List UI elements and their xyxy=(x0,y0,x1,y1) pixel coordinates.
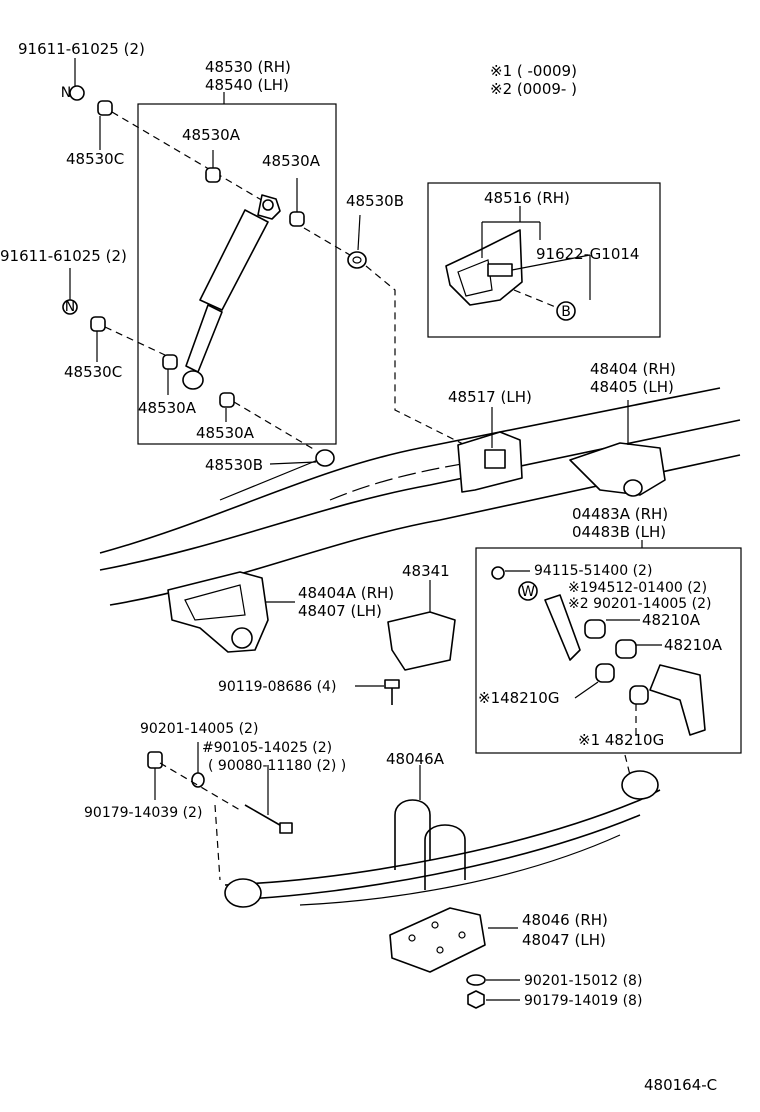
hanger-48404 xyxy=(569,400,666,497)
frame-rail xyxy=(99,387,741,606)
bracket-48516 xyxy=(445,221,591,321)
w-marker: W xyxy=(521,584,535,600)
bushing-48530b-top xyxy=(347,214,367,269)
label-48516: 48516 (RH) xyxy=(484,189,570,207)
spring-seat-48046 xyxy=(389,907,518,973)
label-04483b: 04483B (LH) xyxy=(572,523,666,541)
label-194512: ※194512-01400 (2) xyxy=(568,580,707,596)
label-90179-14019: 90179-14019 (8) xyxy=(524,993,642,1009)
label-48046a: 48046A xyxy=(386,750,445,768)
shock-absorber xyxy=(182,194,281,390)
label-48407-lh: 48407 (LH) xyxy=(298,602,382,620)
label-48341: 48341 xyxy=(402,562,450,580)
u-bolt-48046a xyxy=(394,765,466,890)
label-48530c-top: 48530C xyxy=(66,150,124,168)
hanger-48404a xyxy=(167,571,295,653)
dash-48530b xyxy=(365,265,466,446)
note-2: ※2 (0009- ) xyxy=(490,80,577,98)
dash-top xyxy=(111,111,271,206)
label-90201-14005: 90201-14005 (2) xyxy=(140,721,258,737)
label-04483a: 04483A (RH) xyxy=(572,505,668,523)
bolt-90119 xyxy=(355,679,400,705)
label-90119: 90119-08686 (4) xyxy=(218,679,336,695)
label-48404a-rh: 48404A (RH) xyxy=(298,584,394,602)
bushing-48530a-1 xyxy=(205,167,221,183)
label-48530b-2: 48530B xyxy=(205,456,263,474)
label-48530a-1: 48530A xyxy=(182,126,241,144)
n-marker-2: N xyxy=(65,299,75,315)
bushing-48530c-mid xyxy=(90,316,106,362)
n-marker-1: N xyxy=(61,85,71,101)
label-91622: 91622-G1014 xyxy=(536,245,639,263)
label-148210g-2: ※1 48210G xyxy=(578,731,664,749)
b-marker-circle xyxy=(556,301,576,321)
label-48530a-2: 48530A xyxy=(262,152,321,170)
shackle-detail-box xyxy=(475,547,742,754)
label-148210g: ※148210G xyxy=(478,689,559,707)
w-marker-circle xyxy=(518,581,538,601)
label-91611-mid: 91611-61025 (2) xyxy=(0,247,127,265)
label-48517: 48517 (LH) xyxy=(448,388,532,406)
label-48530a-3: 48530A xyxy=(138,399,197,417)
label-48046-rh: 48046 (RH) xyxy=(522,911,608,929)
label-48540-lh: 48540 (LH) xyxy=(205,76,289,94)
label-48530b-1: 48530B xyxy=(346,192,404,210)
label-90105: #90105-14025 (2) xyxy=(202,740,332,756)
nut-90179-14019 xyxy=(467,990,520,1009)
label-90179-14039: 90179-14039 (2) xyxy=(84,805,202,821)
bushing-48530a-2 xyxy=(289,211,305,227)
label-48210a-2: 48210A xyxy=(664,636,723,654)
bumper-48341 xyxy=(387,580,456,671)
label-94115: 94115-51400 (2) xyxy=(534,563,652,579)
nut-top xyxy=(69,58,85,101)
label-48404-rh: 48404 (RH) xyxy=(590,360,676,378)
shackle-detail xyxy=(491,566,706,736)
note-1: ※1 ( -0009) xyxy=(490,62,577,80)
label-48405-lh: 48405 (LH) xyxy=(590,378,674,396)
nut-90179-14039 xyxy=(147,751,163,800)
bolt-90105 xyxy=(244,765,293,834)
label-48530c-mid: 48530C xyxy=(64,363,122,381)
leaf-spring xyxy=(224,754,661,908)
label-48530a-4: 48530A xyxy=(196,424,255,442)
label-90201-15012: 90201-15012 (8) xyxy=(524,973,642,989)
bushing-48530a-3 xyxy=(162,354,178,370)
washer-90201-15012 xyxy=(466,974,520,986)
label-48210a-1: 48210A xyxy=(642,611,701,629)
bushing-48530b-bottom xyxy=(269,449,335,467)
bracket-detail-box xyxy=(427,182,661,338)
label-91611-top: 91611-61025 (2) xyxy=(18,40,145,58)
label-48047-lh: 48047 (LH) xyxy=(522,931,606,949)
label-290201: ※2 90201-14005 (2) xyxy=(568,596,712,612)
bushing-48530c-top xyxy=(97,100,113,150)
b-marker: B xyxy=(561,304,571,320)
bracket-48517 xyxy=(457,407,523,493)
shock-absorber-box xyxy=(137,103,337,445)
label-48530-rh: 48530 (RH) xyxy=(205,58,291,76)
nut-mid xyxy=(62,268,78,315)
bushing-48530a-4 xyxy=(219,392,235,408)
label-90080: ( 90080-11180 (2) ) xyxy=(208,758,346,774)
figure-code: 480164-C xyxy=(644,1076,717,1094)
